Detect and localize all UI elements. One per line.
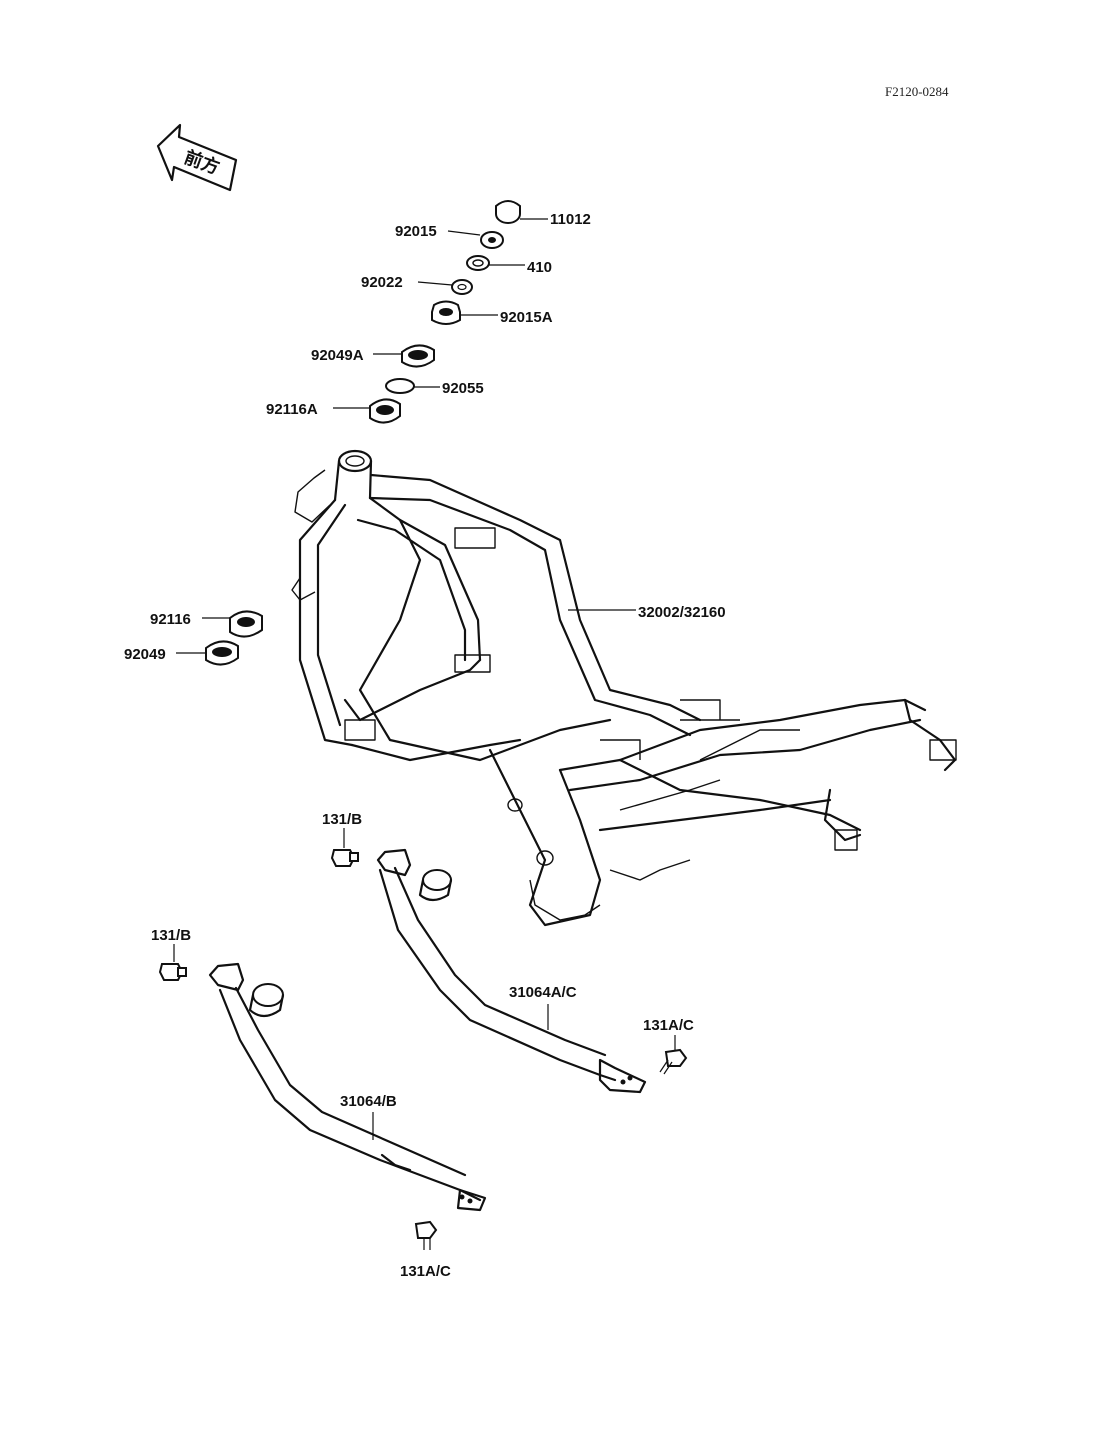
label-92022: 92022 — [361, 274, 403, 291]
label-92116A: 92116A — [266, 401, 318, 418]
part-92049: 92049 — [124, 640, 239, 666]
label-131B-upper: 131/B — [322, 811, 362, 828]
part-410: 410 — [466, 255, 552, 276]
label-92055: 92055 — [442, 380, 484, 397]
front-direction-arrow-icon: 前方 — [156, 123, 238, 192]
label-92015A: 92015A — [500, 309, 553, 326]
bolt-131-b-upper: 131/B — [322, 811, 362, 867]
label-410: 410 — [527, 259, 552, 276]
label-92049A: 92049A — [311, 347, 364, 364]
label-group-32002: 32002/32160 — [568, 604, 726, 621]
part-92015: 92015 — [395, 223, 504, 249]
part-92116A: 92116A — [266, 398, 401, 424]
label-92049: 92049 — [124, 646, 166, 663]
down-tube-31064A-C: 31064A/C — [376, 848, 647, 1094]
label-32002-32160: 32002/32160 — [638, 604, 726, 621]
down-tube-31064-B: 31064/B — [208, 962, 487, 1212]
label-131AC-bottom: 131A/C — [400, 1263, 451, 1280]
main-frame — [291, 449, 957, 927]
part-92049A: 92049A — [311, 344, 435, 368]
bolt-131-b-left: 131/B — [151, 927, 191, 981]
label-92116: 92116 — [150, 611, 191, 628]
bolt-131A-C-right: 131A/C — [643, 1017, 694, 1075]
label-31064AC: 31064A/C — [509, 984, 577, 1001]
label-31064B: 31064/B — [340, 1093, 397, 1110]
label-131AC-right: 131A/C — [643, 1017, 694, 1034]
part-92022: 92022 — [361, 274, 473, 295]
drawing-code: F2120-0284 — [885, 84, 949, 99]
label-11012: 11012 — [550, 211, 591, 228]
part-11012: 11012 — [495, 200, 591, 228]
label-92015: 92015 — [395, 223, 437, 240]
bolt-131A-C-bottom: 131A/C — [400, 1220, 451, 1280]
part-92015A: 92015A — [431, 300, 553, 326]
part-92055: 92055 — [385, 378, 484, 397]
part-92116: 92116 — [150, 610, 263, 638]
label-131B-left: 131/B — [151, 927, 191, 944]
